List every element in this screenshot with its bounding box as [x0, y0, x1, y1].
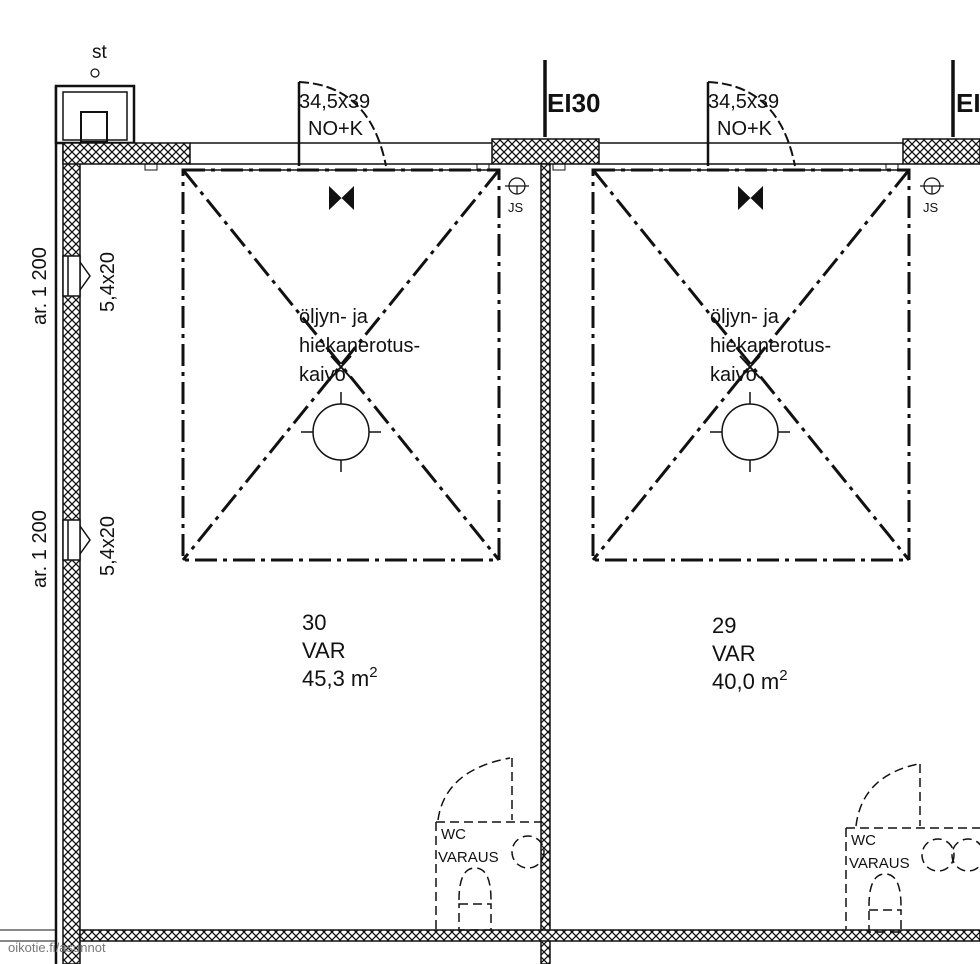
bottom-wall — [79, 929, 980, 942]
lamp-icon-right — [738, 186, 763, 210]
separator-right-line3: kaivo — [710, 364, 757, 386]
js-sensor-icon-left — [505, 177, 529, 195]
wc-right-line2: VARAUS — [849, 855, 910, 872]
wc-left-line1: WC — [441, 826, 466, 843]
top-wall-2 — [491, 138, 600, 165]
firewall-label-right: EI — [956, 88, 980, 118]
dim-lower: ar. 1 200 — [29, 510, 51, 588]
separator-area-left — [181, 168, 501, 562]
separator-left-line3: kaivo — [299, 364, 346, 386]
wc-reservation-right — [845, 763, 980, 933]
st-box — [54, 84, 136, 145]
walls — [0, 60, 980, 964]
divider-wall — [540, 163, 551, 964]
door-right-type: NO+K — [717, 118, 773, 140]
st-label: st — [92, 42, 108, 63]
wc-left-line2: VARAUS — [438, 849, 499, 866]
wc-reservation-left — [435, 757, 545, 931]
room-30-area: 45,3 m2 — [302, 664, 378, 691]
wc-right-line1: WC — [851, 832, 876, 849]
firewall-label-left: EI30 — [547, 88, 601, 118]
watermark: oikotie.fi/asunnot — [8, 940, 106, 955]
separator-left-line2: hiekanerotus- — [299, 335, 420, 357]
room-29-area: 40,0 m2 — [712, 667, 788, 694]
well-right — [710, 355, 790, 472]
room-30-number: 30 — [302, 610, 326, 635]
door-right-size: 34,5x39 — [708, 91, 779, 113]
top-wall-3 — [902, 138, 980, 165]
js-sensor-icon-right — [920, 177, 944, 195]
door-left-type: NO+K — [308, 118, 364, 140]
room-30-type: VAR — [302, 638, 346, 663]
window-upper: 5,4x20 — [97, 252, 119, 312]
separator-right-line2: hiekanerotus- — [710, 335, 831, 357]
lamp-icon-left — [329, 186, 354, 210]
separator-right-line1: öljyn- ja — [710, 306, 780, 328]
well-left — [301, 355, 381, 472]
js-label-left: JS — [508, 200, 524, 215]
door-left-size: 34,5x39 — [299, 91, 370, 113]
room-29-type: VAR — [712, 641, 756, 666]
js-label-right: JS — [923, 200, 939, 215]
top-wall-1 — [62, 142, 191, 165]
window-lower: 5,4x20 — [97, 516, 119, 576]
room-29-number: 29 — [712, 613, 736, 638]
dim-upper: ar. 1 200 — [29, 247, 51, 325]
separator-area-right — [591, 168, 911, 562]
separator-left-line1: öljyn- ja — [299, 306, 369, 328]
left-windows — [62, 255, 91, 561]
garage-doors — [144, 81, 899, 171]
